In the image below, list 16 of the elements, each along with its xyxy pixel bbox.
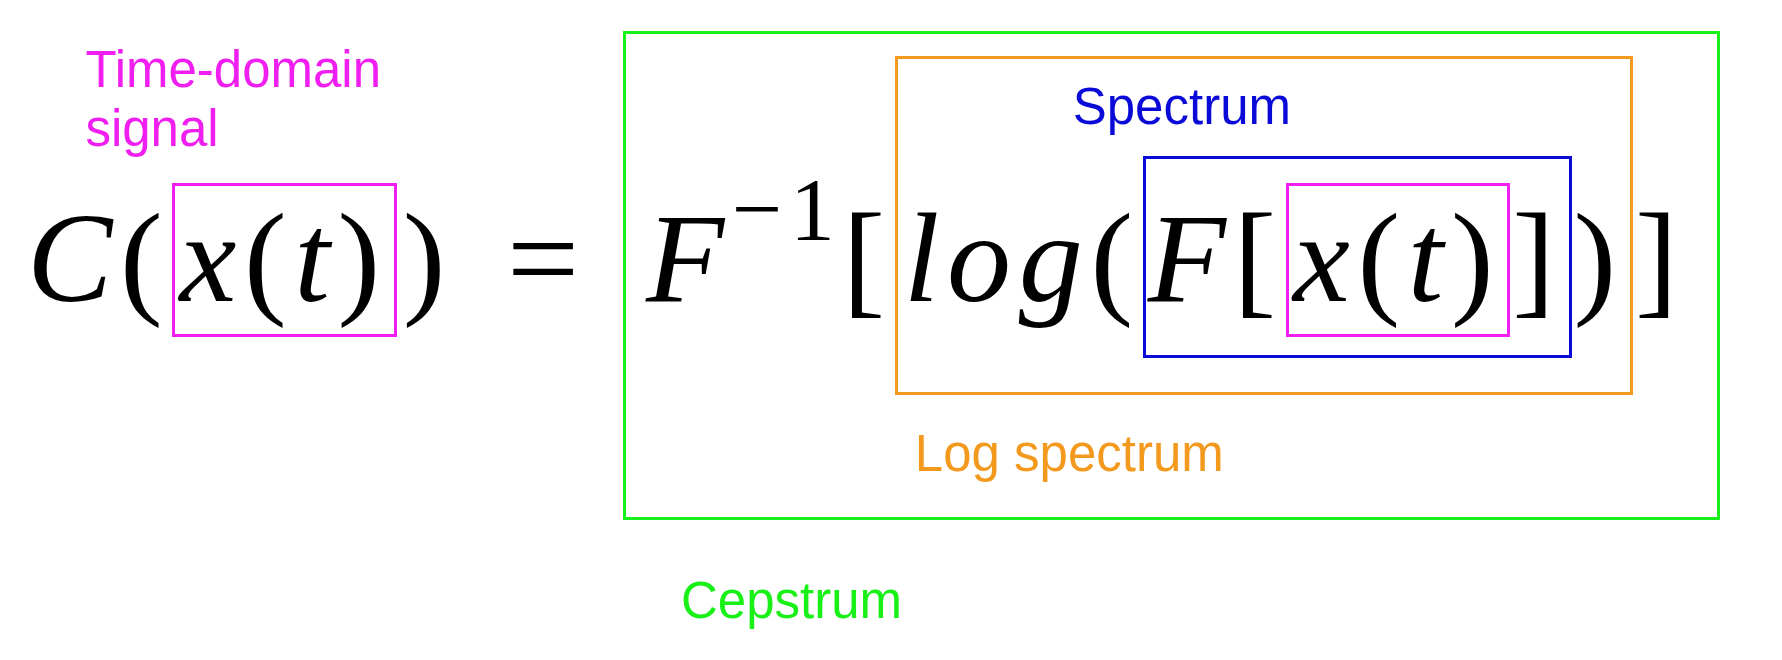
math-term: ): [401, 194, 455, 331]
annotation-label: Time-domain signal: [85, 40, 383, 158]
math-term: F[: [1146, 194, 1285, 331]
highlight-frame: [1285, 183, 1511, 337]
math-term: log(: [902, 194, 1142, 331]
math-term: =: [506, 194, 588, 331]
annotation-label: Spectrum: [1072, 77, 1292, 136]
math-term: x(t): [177, 194, 389, 331]
annotation-label: Log spectrum: [914, 424, 1225, 483]
math-term: x(t): [1290, 194, 1503, 331]
math-term: ]: [1633, 194, 1687, 331]
math-term: C(: [26, 194, 172, 331]
annotation-label: Cepstrum: [680, 571, 903, 630]
math-term: F$^{−1}$[: [644, 174, 894, 331]
math-term: ): [1572, 194, 1625, 331]
math-term: ]: [1511, 194, 1564, 331]
